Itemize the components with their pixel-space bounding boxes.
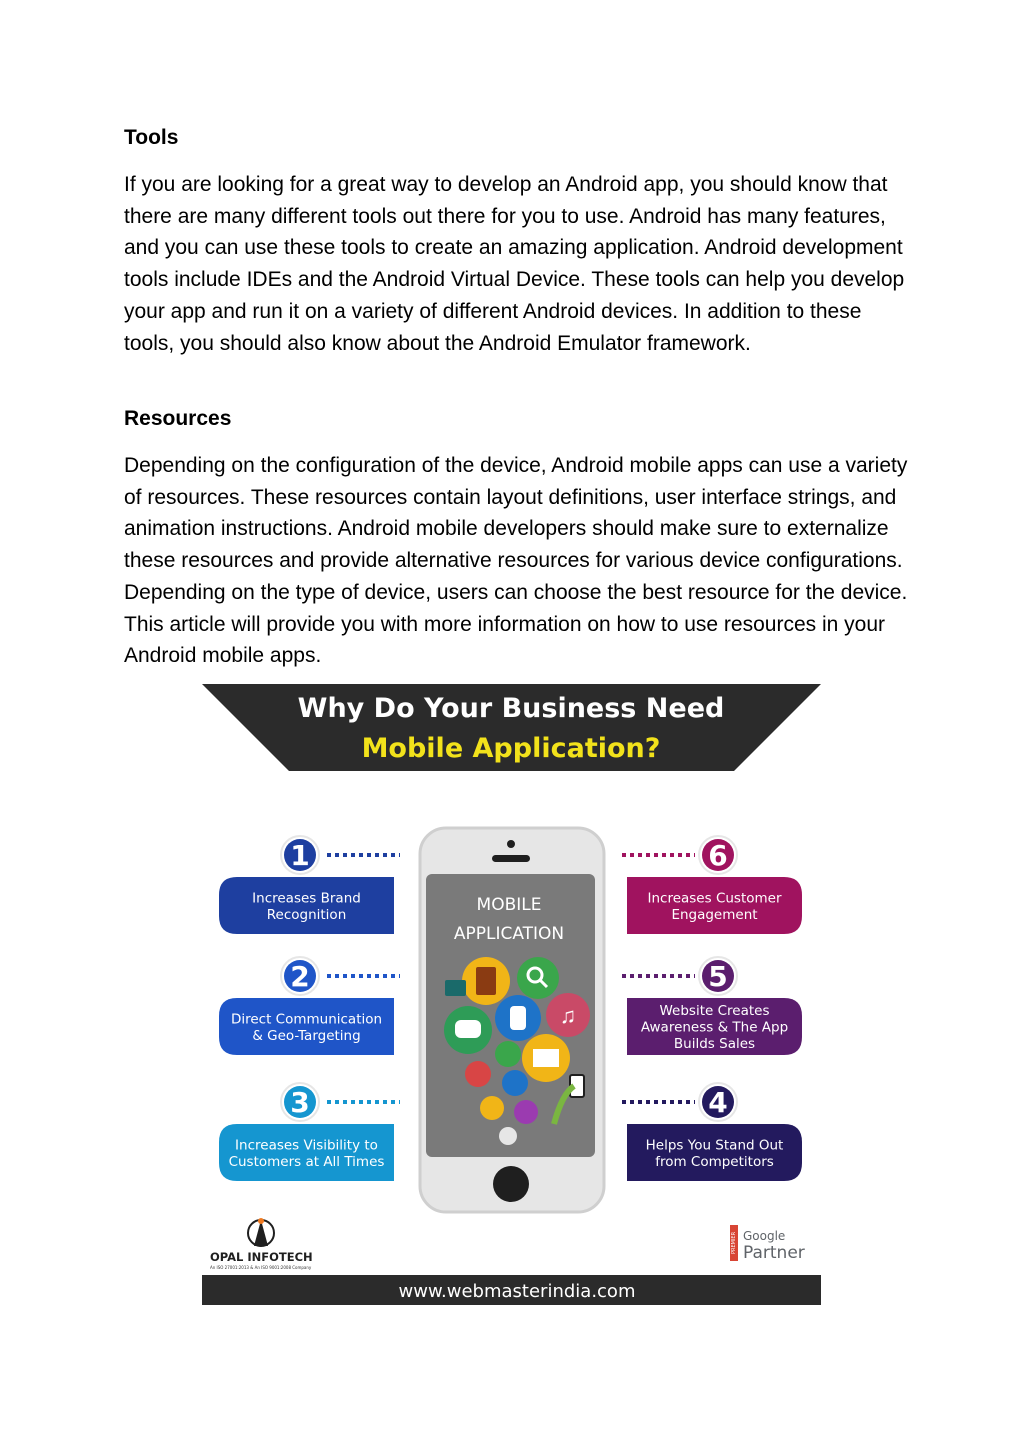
phone-screen-line2: APPLICATION	[454, 924, 564, 944]
phone-screen-line1: MOBILE	[477, 895, 542, 915]
phone-illustration: MOBILE APPLICATION ♫	[418, 826, 606, 1214]
number-label: 5	[708, 960, 727, 993]
google-partner-line1: Google	[743, 1229, 785, 1243]
benefit-pill	[219, 877, 394, 934]
number-label: 2	[290, 960, 309, 993]
app-icons-cluster: ♫	[444, 957, 590, 1145]
number-label: 3	[290, 1086, 309, 1119]
opal-infotech-logo: OPAL INFOTECH An ISO 27001:2013 & An ISO…	[210, 1218, 313, 1270]
google-partner-line2: Partner	[743, 1243, 805, 1263]
benefit-text-line2: Customers at All Times	[229, 1154, 385, 1170]
infographic-title-line2: Mobile Application?	[362, 733, 661, 764]
benefit-text-line1: Increases Brand	[252, 890, 361, 906]
number-label: 1	[290, 839, 309, 872]
benefit-pill	[627, 998, 802, 1055]
number-badge	[284, 1086, 316, 1118]
section-heading-tools: Tools	[124, 126, 179, 149]
benefit-text-line3: Builds Sales	[674, 1036, 755, 1052]
number-badge	[284, 839, 316, 871]
benefit-text-line2: Awareness & The App	[641, 1020, 788, 1036]
number-label: 6	[708, 839, 727, 872]
title-banner	[202, 684, 821, 771]
number-label: 4	[708, 1086, 727, 1119]
benefit-pill	[219, 998, 394, 1055]
benefit-text-line1: Direct Communication	[231, 1011, 382, 1027]
footer-bar	[202, 1275, 821, 1305]
number-badge	[702, 960, 734, 992]
number-badge	[284, 960, 316, 992]
footer-url: www.webmasterindia.com	[399, 1281, 636, 1302]
benefit-text-line2: & Geo-Targeting	[252, 1028, 360, 1044]
benefit-text-line1: Website Creates	[660, 1003, 770, 1019]
benefit-pill	[219, 1124, 394, 1181]
section-heading-resources: Resources	[124, 407, 232, 430]
benefit-text-line1: Increases Customer	[647, 890, 781, 906]
opal-infotech-name: OPAL INFOTECH	[210, 1250, 313, 1264]
google-partner-logo: PREMIER Google Partner	[730, 1225, 805, 1263]
infographic-image: Why Do Your Business Need Mobile Applica…	[202, 684, 821, 1305]
number-badge	[702, 839, 734, 871]
infographic-title-line1: Why Do Your Business Need	[298, 693, 725, 724]
benefit-pill	[627, 1124, 802, 1181]
section-body-resources: Depending on the configuration of the de…	[124, 454, 908, 668]
benefit-text-line1: Helps You Stand Out	[646, 1137, 784, 1153]
benefit-text-line2: Engagement	[671, 907, 757, 923]
number-badge	[702, 1086, 734, 1118]
benefit-text-line2: Recognition	[267, 907, 347, 923]
svg-text:♫: ♫	[560, 1003, 577, 1028]
opal-infotech-tagline: An ISO 27001:2013 & An ISO 9001:2008 Com…	[210, 1265, 312, 1270]
benefit-text-line1: Increases Visibility to	[235, 1137, 378, 1153]
google-partner-badge: PREMIER	[731, 1231, 737, 1254]
section-body-tools: If you are looking for a great way to de…	[124, 173, 905, 355]
benefit-pill	[627, 877, 802, 934]
benefit-text-line2: from Competitors	[655, 1154, 774, 1170]
